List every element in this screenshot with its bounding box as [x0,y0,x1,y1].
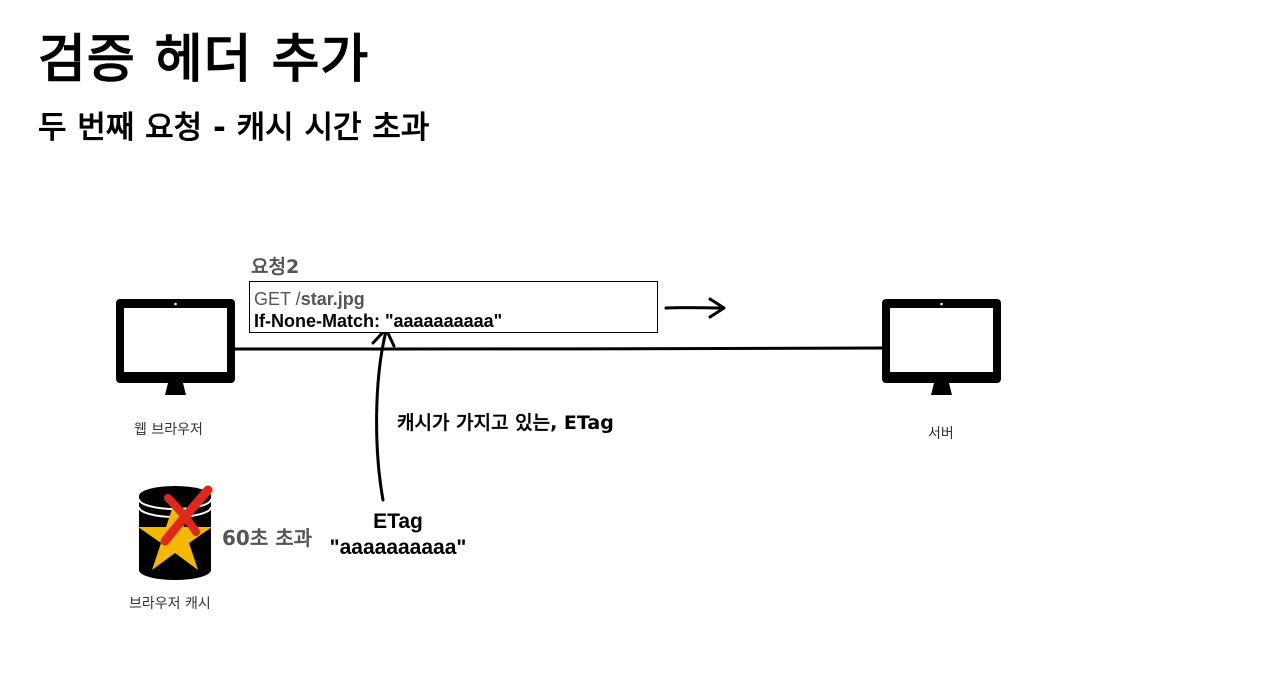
page-title: 검증 헤더 추가 [38,30,370,90]
request-path: star.jpg [300,289,365,309]
if-none-match-header: If-None-Match: "aaaaaaaaaa" [254,311,503,331]
cache-expired-status: 60초 초과 [222,526,312,550]
etag-info: ETag "aaaaaaaaaa" [318,509,478,561]
monitor-icon [116,299,235,395]
star-icon [138,500,212,570]
request-line: GET /star.jpg [254,288,657,310]
x-mark-icon [160,485,213,546]
monitor-icon [882,299,1001,395]
etag-annotation: 캐시가 가지고 있는, ETag [397,412,614,434]
arrow-right-icon [664,297,726,319]
etag-label: ETag [373,510,423,533]
request-method: GET / [254,289,301,309]
client-label: 웹 브라우저 [134,422,203,438]
server-label: 서버 [928,426,954,442]
cache-label: 브라우저 캐시 [129,596,211,612]
etag-value: "aaaaaaaaaa" [329,536,467,559]
arrow-up-icon [371,327,396,502]
connection-line [232,346,886,351]
request-label: 요청2 [251,256,300,278]
request-message-box: GET /star.jpg If-None-Match: "aaaaaaaaaa… [249,281,658,333]
database-icon [138,486,212,580]
page-subtitle: 두 번째 요청 - 캐시 시간 초과 [38,110,430,146]
